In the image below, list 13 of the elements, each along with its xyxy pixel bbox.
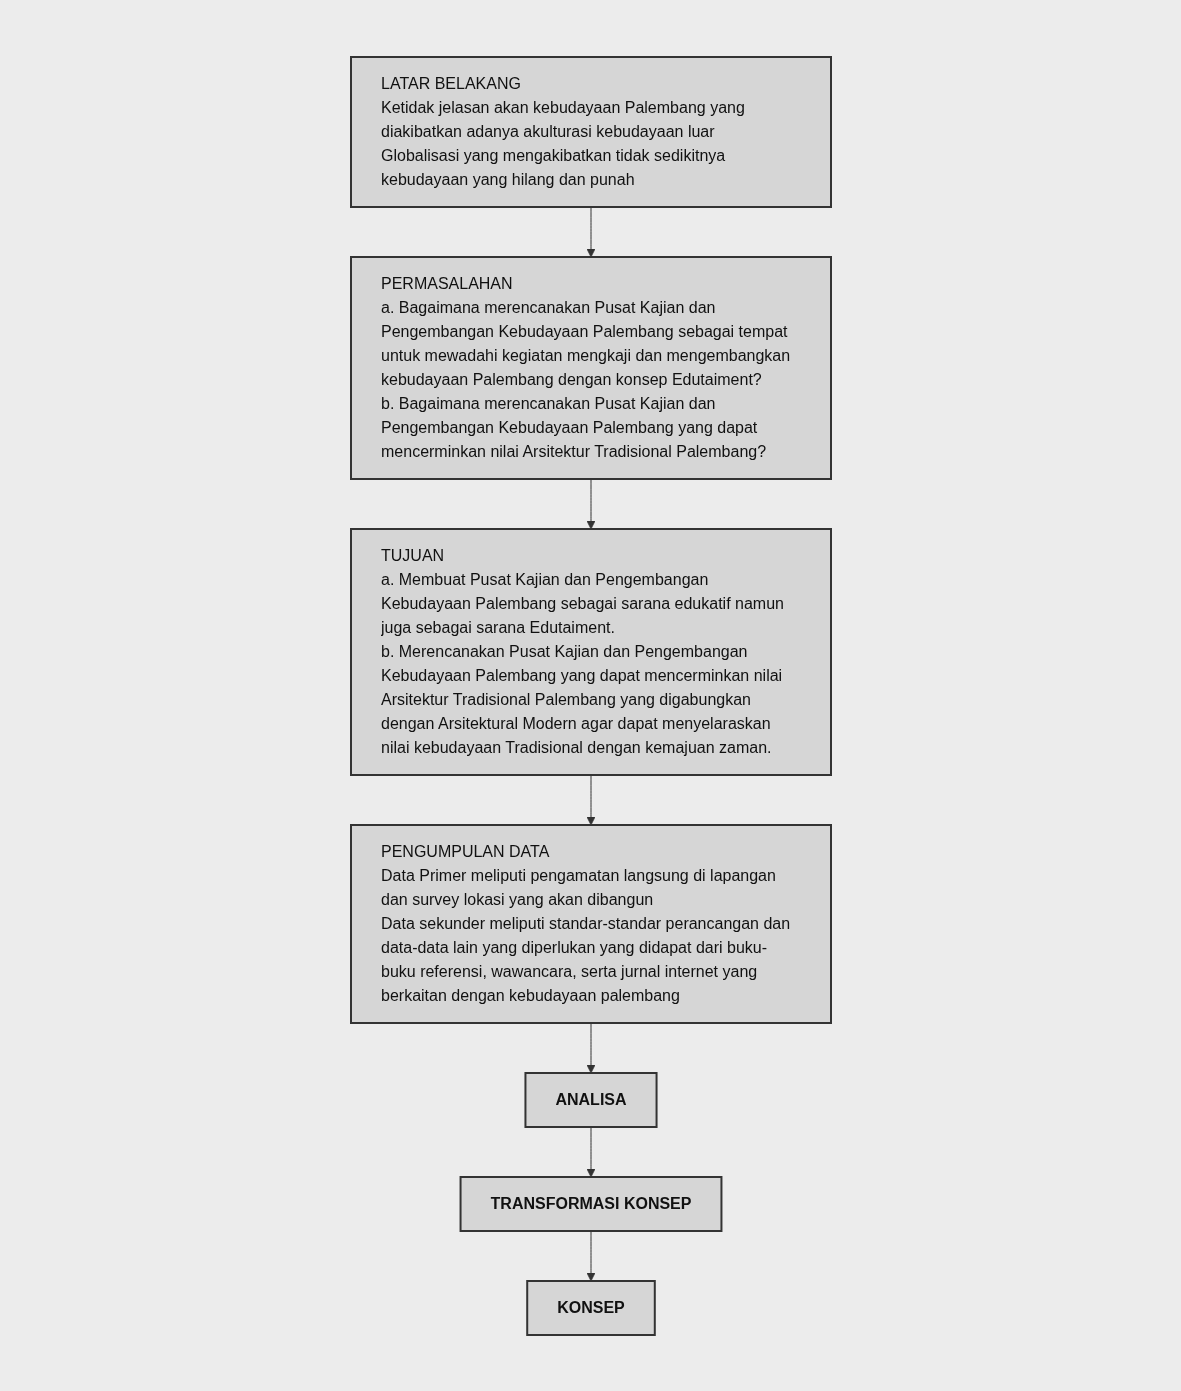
arrow xyxy=(586,206,595,257)
node-box: TUJUAN a. Membuat Pusat Kajian dan Pengembangan Kebudayaan Palembang sebagai sarana edukatif namun juga sebagai sarana Edutaiment. b. Merencanakan Pusat Kajian dan Pengembangan Kebudayaan Palembang yang dapat mencerminkan nilai Arsitektur Tradisional Palembang yang digabungkan dengan Arsitektural Modern agar dapat menyelaraskan nilai kebudayaan Tradisional dengan kemajuan zaman. xyxy=(349,527,832,776)
node-box: TRANSFORMASI KONSEP xyxy=(459,1175,722,1232)
node-box: KONSEP xyxy=(525,1279,656,1336)
arrow xyxy=(586,1126,595,1177)
node-box: ANALISA xyxy=(523,1071,658,1128)
node-box: LATAR BELAKANG Ketidak jelasan akan kebudayaan Palembang yang diakibatkan adanya akulturasi kebudayaan luar Globalisasi yang mengakibatkan tidak sedikitnya kebudayaan yang hilang dan punah xyxy=(349,55,832,208)
node-box: PENGUMPULAN DATA Data Primer meliputi pengamatan langsung di lapangan dan survey lokasi yang akan dibangun Data sekunder meliputi standar-standar perancangan dan data-data lain yang diperlukan yang didapat dari buku-buku referensi, wawancara, serta jurnal internet yang berkaitan dengan kebudayaan palembang xyxy=(349,823,832,1024)
node-box: PERMASALAHAN a. Bagaimana merencanakan Pusat Kajian dan Pengembangan Kebudayaan Palembang sebagai tempat untuk mewadahi kegiatan mengkaji dan mengembangkan kebudayaan Palembang dengan konsep Edutaiment? b. Bagaimana merencanakan Pusat Kajian dan Pengembangan Kebudayaan Palembang yang dapat mencerminkan nilai Arsitektur Tradisional Palembang? xyxy=(349,255,832,480)
arrow xyxy=(586,774,595,825)
arrow xyxy=(586,1022,595,1073)
arrow xyxy=(586,478,595,529)
arrow xyxy=(586,1230,595,1281)
